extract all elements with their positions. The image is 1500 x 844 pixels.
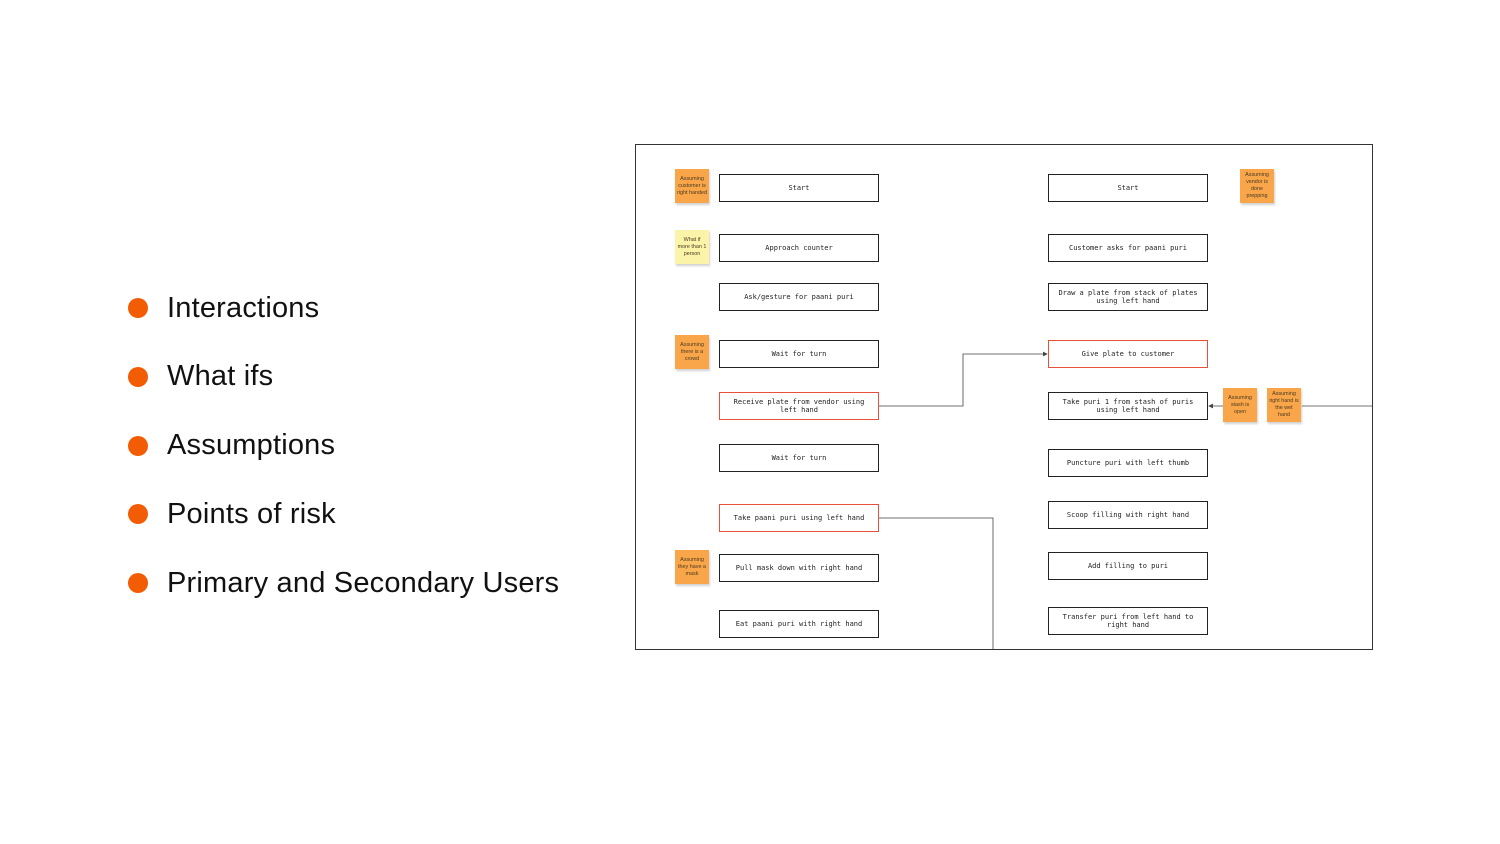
bullet-label: What ifs	[167, 360, 274, 393]
bullet-item-interactions: Interactions	[128, 288, 559, 328]
customer-node-eat-paani-puri: Eat paani puri with right hand	[719, 610, 879, 638]
vendor-node-customer-asks: Customer asks for paani puri	[1048, 234, 1208, 262]
bullet-item-what-ifs: What ifs	[128, 357, 559, 397]
connector-receive-to-give-plate	[879, 351, 1048, 407]
bullet-dot-icon	[128, 298, 148, 318]
bullet-dot-icon	[128, 435, 148, 456]
customer-node-receive-plate: Receive plate from vendor using left han…	[719, 392, 879, 420]
sticky-stash-open: Assuming stash is open	[1223, 388, 1257, 422]
customer-node-wait-for-turn-1: Wait for turn	[719, 340, 879, 368]
bullet-item-points-of-risk: Points of risk	[128, 494, 559, 534]
sticky-mask: Assuming they have a mask	[675, 550, 709, 584]
bullet-label: Points of risk	[167, 497, 336, 530]
bullet-item-assumptions: Assumptions	[128, 426, 559, 466]
vendor-node-give-plate: Give plate to customer	[1048, 340, 1208, 368]
vendor-node-puncture-puri: Puncture puri with left thumb	[1048, 449, 1208, 477]
sticky-vendor-prepping: Assuming vendor is done prepping	[1240, 169, 1274, 203]
vendor-node-transfer-puri: Transfer puri from left hand to right ha…	[1048, 607, 1208, 635]
connector-take-paani-puri	[879, 517, 994, 649]
customer-node-start: Start	[719, 174, 879, 202]
customer-node-pull-mask-down: Pull mask down with right hand	[719, 554, 879, 582]
bullet-dot-icon	[128, 573, 148, 594]
vendor-node-take-puri: Take puri 1 from stash of puris using le…	[1048, 392, 1208, 420]
bullet-dot-icon	[128, 504, 148, 525]
customer-node-ask-gesture: Ask/gesture for paani puri	[719, 283, 879, 311]
sticky-what-if-more-people: What if more than 1 person	[675, 230, 709, 264]
flow-diagram: Start Approach counter Ask/gesture for p…	[635, 144, 1373, 650]
customer-node-approach-counter: Approach counter	[719, 234, 879, 262]
customer-node-wait-for-turn-2: Wait for turn	[719, 444, 879, 472]
bullet-item-users: Primary and Secondary Users	[128, 563, 559, 603]
bullet-list: Interactions What ifs Assumptions Points…	[128, 288, 559, 632]
sticky-wet-hand: Assuming right hand is the wet hand	[1267, 388, 1301, 422]
bullet-label: Primary and Secondary Users	[167, 566, 560, 599]
bullet-dot-icon	[128, 366, 148, 387]
sticky-right-handed: Assuming customer is right handed	[675, 169, 709, 203]
vendor-node-add-filling: Add filling to puri	[1048, 552, 1208, 580]
sticky-crowd: Assuming there is a crowd	[675, 335, 709, 369]
bullet-label: Assumptions	[167, 429, 336, 462]
vendor-node-draw-plate: Draw a plate from stack of plates using …	[1048, 283, 1208, 311]
vendor-node-scoop-filling: Scoop filling with right hand	[1048, 501, 1208, 529]
customer-node-take-paani-puri: Take paani puri using left hand	[719, 504, 879, 532]
vendor-node-start: Start	[1048, 174, 1208, 202]
bullet-label: Interactions	[167, 291, 320, 324]
